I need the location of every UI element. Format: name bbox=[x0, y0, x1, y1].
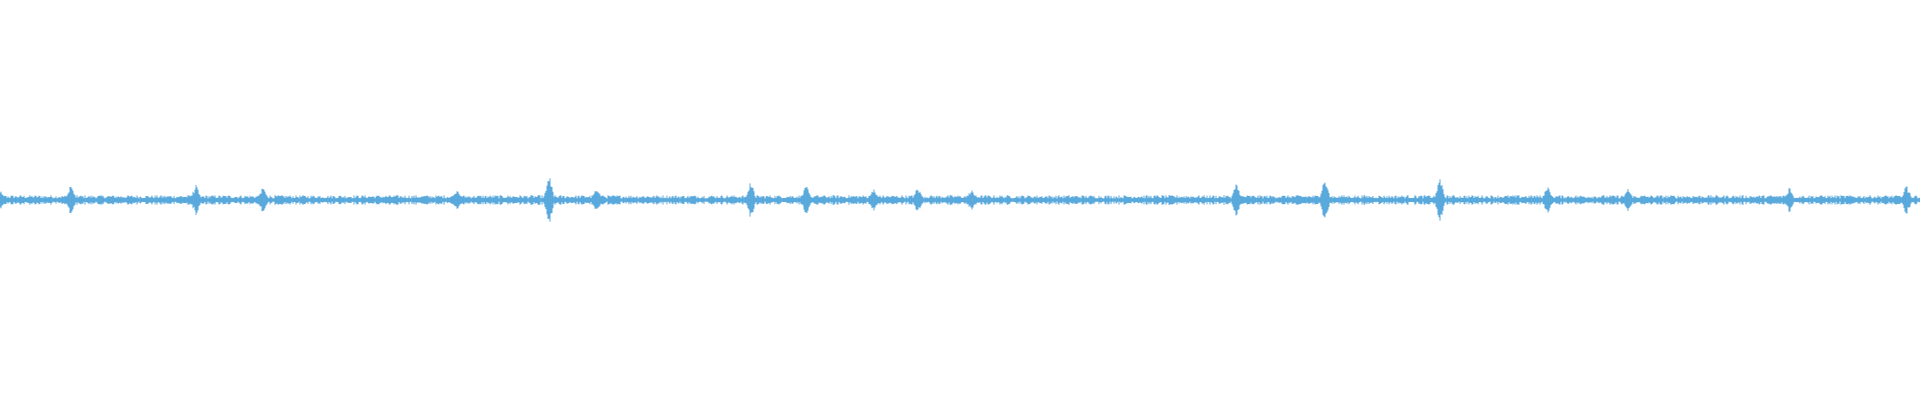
waveform-trace bbox=[0, 178, 1920, 222]
